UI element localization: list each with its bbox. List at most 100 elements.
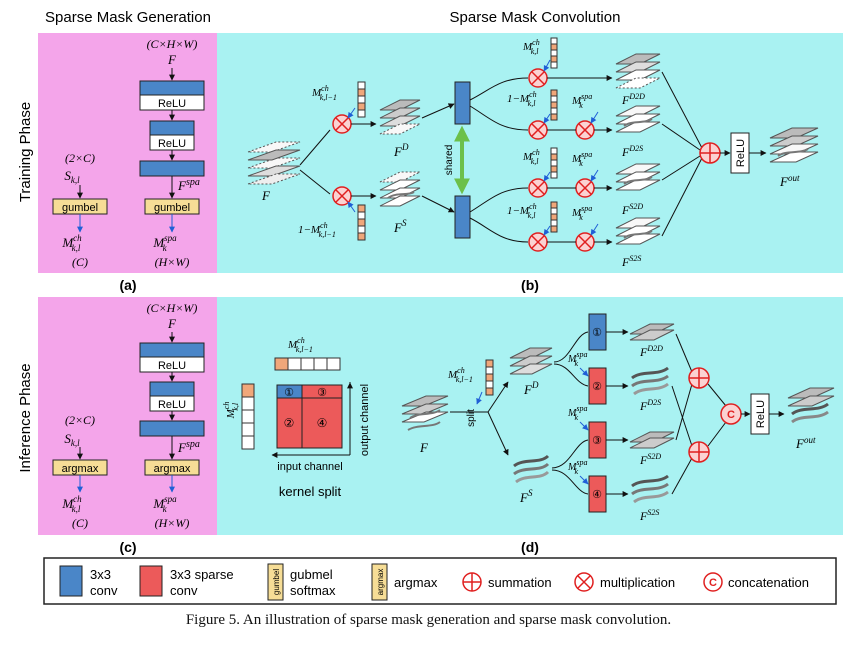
legend-concat-icon: C	[703, 572, 723, 592]
header-convolution: Sparse Mask Convolution	[450, 9, 621, 26]
relu-label: ReLU	[158, 360, 186, 372]
sum-op	[688, 441, 710, 463]
gumbel-label: gumbel	[62, 202, 98, 214]
f-s: FS	[393, 218, 407, 235]
feature-stack-dense	[379, 99, 421, 135]
f-d: FD	[393, 142, 409, 159]
conv-block	[149, 120, 195, 136]
legend-sparse-l2: conv	[170, 583, 198, 598]
m-ch-shape: (C)	[72, 255, 88, 269]
feature-stack-input	[247, 141, 301, 185]
legend-conv-l1: 3x3	[90, 567, 111, 582]
feature-stack-sparse	[513, 454, 550, 484]
label-c: (c)	[119, 539, 136, 555]
phase-inference: Inference Phase	[17, 363, 34, 472]
conv-block-dense	[454, 81, 471, 125]
kernel-num: ②	[284, 416, 295, 430]
mask-row	[274, 357, 341, 371]
feature-stack-s2d	[629, 431, 675, 449]
argmax-label: argmax	[62, 463, 99, 475]
feature-stack-s2s	[615, 217, 661, 245]
feature-stack-d2d	[629, 323, 675, 341]
branch-num: ①	[592, 327, 602, 339]
sum-op	[699, 142, 721, 164]
header-generation: Sparse Mask Generation	[45, 9, 211, 26]
input-channel-label: input channel	[277, 461, 342, 473]
input-shape: (C×H×W)	[147, 37, 198, 51]
input-f: F	[167, 52, 177, 67]
legend-argmax-swatch	[371, 563, 388, 601]
multiply-op-d2d	[528, 68, 548, 88]
conv-block	[139, 420, 205, 437]
legend-sparse-l1: 3x3 sparse	[170, 567, 234, 582]
output-channel-label: output channel	[359, 384, 371, 456]
legend-concatenation: concatenation	[728, 575, 809, 590]
input-f: F	[261, 188, 271, 203]
m-spa-shape: (H×W)	[155, 516, 190, 530]
shared-label: shared	[444, 145, 455, 176]
legend-conv-l2: conv	[90, 583, 118, 598]
feature-stack-d2s	[631, 366, 669, 396]
legend-argmax-icon: argmax	[376, 569, 385, 596]
f-s2d: FS2D	[621, 202, 643, 217]
multiply-op-s2d-spa	[575, 178, 595, 198]
legend-multiplication: multiplication	[600, 575, 675, 590]
legend: 3x3 conv 3x3 sparse conv gumbel gubmel s…	[43, 557, 837, 605]
figure-canvas: Sparse Mask Generation Sparse Mask Convo…	[17, 9, 843, 605]
kernel-num: ④	[317, 416, 328, 430]
relu-label: ReLU	[158, 399, 186, 411]
legend-gumbel-l1: gubmel	[290, 567, 333, 582]
m-spa-shape: (H×W)	[155, 255, 190, 269]
legend-argmax-label: argmax	[394, 575, 438, 590]
mask-vector	[550, 147, 558, 179]
conv-block	[139, 160, 205, 177]
gumbel-label: gumbel	[154, 202, 190, 214]
feature-stack-output	[787, 387, 835, 424]
multiply-op-s2s-spa	[575, 232, 595, 252]
s-shape: (2×C)	[65, 413, 95, 427]
branch-num: ③	[592, 435, 602, 447]
kernel-num: ③	[317, 387, 327, 399]
input-f: F	[167, 316, 177, 331]
legend-conv-swatch	[59, 565, 83, 597]
concat-symbol: C	[727, 409, 735, 421]
argmax-label: argmax	[154, 463, 191, 475]
concat-op: C	[720, 403, 742, 425]
feature-stack-output	[769, 127, 819, 163]
mask-vector-top	[357, 81, 366, 118]
f-d2s: FD2S	[639, 398, 661, 413]
label-d: (d)	[521, 539, 539, 555]
branch-num: ②	[592, 381, 602, 393]
legend-multiply-icon	[574, 572, 594, 592]
f-spa: Fspa	[177, 177, 200, 193]
legend-sum-icon	[462, 572, 482, 592]
f-d2d: FD2D	[639, 344, 663, 359]
feature-stack-s2d	[615, 163, 661, 191]
f-spa: Fspa	[177, 439, 200, 455]
conv-block	[149, 381, 195, 397]
relu-label: ReLU	[158, 138, 186, 150]
kernel-num: ①	[284, 387, 294, 399]
f-d2d: FD2D	[621, 92, 645, 107]
panel-c	[38, 297, 217, 535]
s-label: Sk,l	[64, 431, 80, 448]
s-label: Sk,l	[64, 168, 80, 185]
feature-stack-input	[401, 395, 449, 431]
legend-summation: summation	[488, 575, 552, 590]
s-shape: (2×C)	[65, 151, 95, 165]
